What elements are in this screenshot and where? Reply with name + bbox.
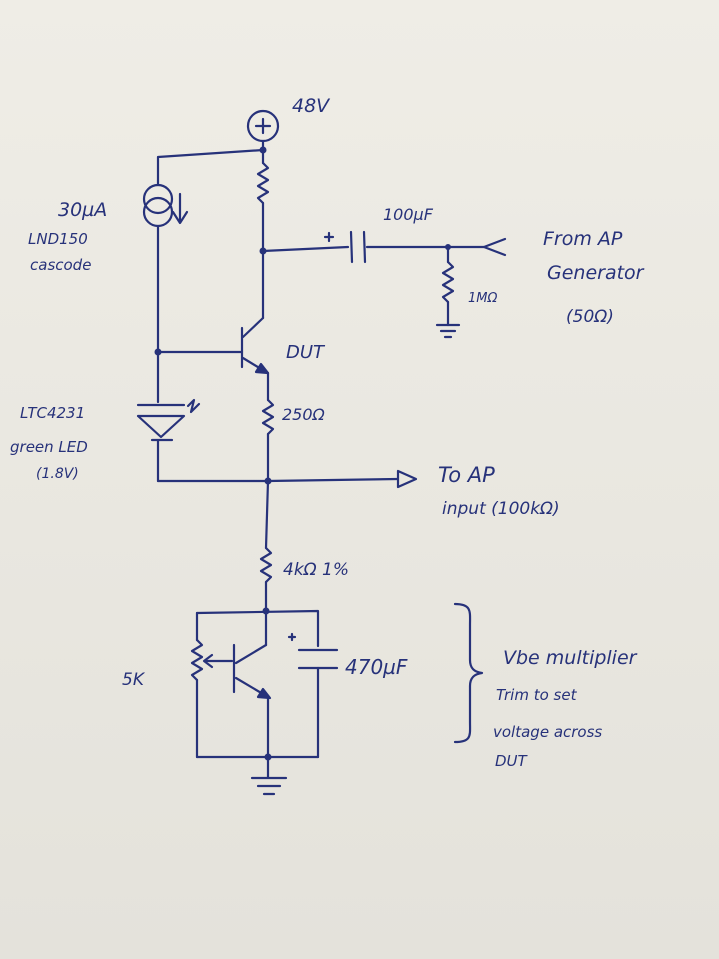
- cap-plate-right: [362, 230, 367, 264]
- emitter-resistor-label: 250Ω: [282, 405, 326, 424]
- collector-resistor: [256, 161, 270, 205]
- led-voltage-label: (1.8V): [36, 466, 79, 482]
- pot-wiper-arrow: [202, 653, 214, 669]
- from-ap-label-1: From AP: [543, 228, 623, 250]
- vbe-note-line-1: Vbe multiplier: [503, 647, 638, 669]
- series-resistor: [259, 546, 273, 584]
- coupling-cap-label: 100µF: [383, 205, 434, 224]
- output-wire: [266, 477, 400, 483]
- top-rail-wire: [156, 148, 265, 187]
- led-part-label: LTC4231: [20, 404, 85, 422]
- series-resistor-label: 4kΩ 1%: [283, 560, 349, 580]
- current-arrow-head: [171, 210, 189, 225]
- dut-label: DUT: [286, 342, 326, 363]
- collector-lead: [241, 316, 265, 339]
- vbe-note-line-3: voltage across: [493, 723, 602, 741]
- input-arrow: [482, 237, 507, 257]
- current-source-value-label: 30µA: [58, 199, 107, 221]
- to-ap-label-1: To AP: [438, 463, 495, 487]
- vbe-bracket: [453, 602, 484, 744]
- vbe-collector-lead: [234, 643, 268, 665]
- current-source-role-label: cascode: [30, 256, 91, 274]
- vbe-cap-label: 470µF: [345, 655, 408, 679]
- emitter-arrow: [254, 362, 270, 375]
- led-light-arrow: [186, 398, 201, 414]
- emitter-resistor: [261, 398, 275, 436]
- output-arrow: [396, 469, 418, 489]
- vbe-top-wire: [195, 609, 320, 648]
- series-resistor-lead-top: [264, 479, 270, 550]
- cap-wire-left: [261, 245, 350, 253]
- led-triangle: [136, 414, 186, 439]
- vbe-emitter-arrow: [256, 687, 272, 700]
- bias-resistor: [441, 260, 455, 304]
- from-ap-label-2: Generator: [547, 262, 645, 284]
- from-ap-label-3: (50Ω): [566, 307, 614, 327]
- trim-pot-label: 5K: [122, 670, 146, 690]
- led-type-label: green LED: [10, 438, 88, 456]
- to-ap-label-2: input (100kΩ): [442, 499, 560, 519]
- cap-plate-left: [349, 230, 354, 264]
- vbe-note-line-2: Trim to set: [496, 686, 578, 704]
- vbe-note-line-4: DUT: [495, 752, 529, 770]
- supply-label: 48V: [292, 95, 331, 117]
- bias-resistor-label: 1MΩ: [468, 291, 497, 306]
- current-source-circle-top: [142, 183, 174, 215]
- current-source-part-label: LND150: [28, 230, 88, 248]
- trim-pot: [190, 638, 204, 682]
